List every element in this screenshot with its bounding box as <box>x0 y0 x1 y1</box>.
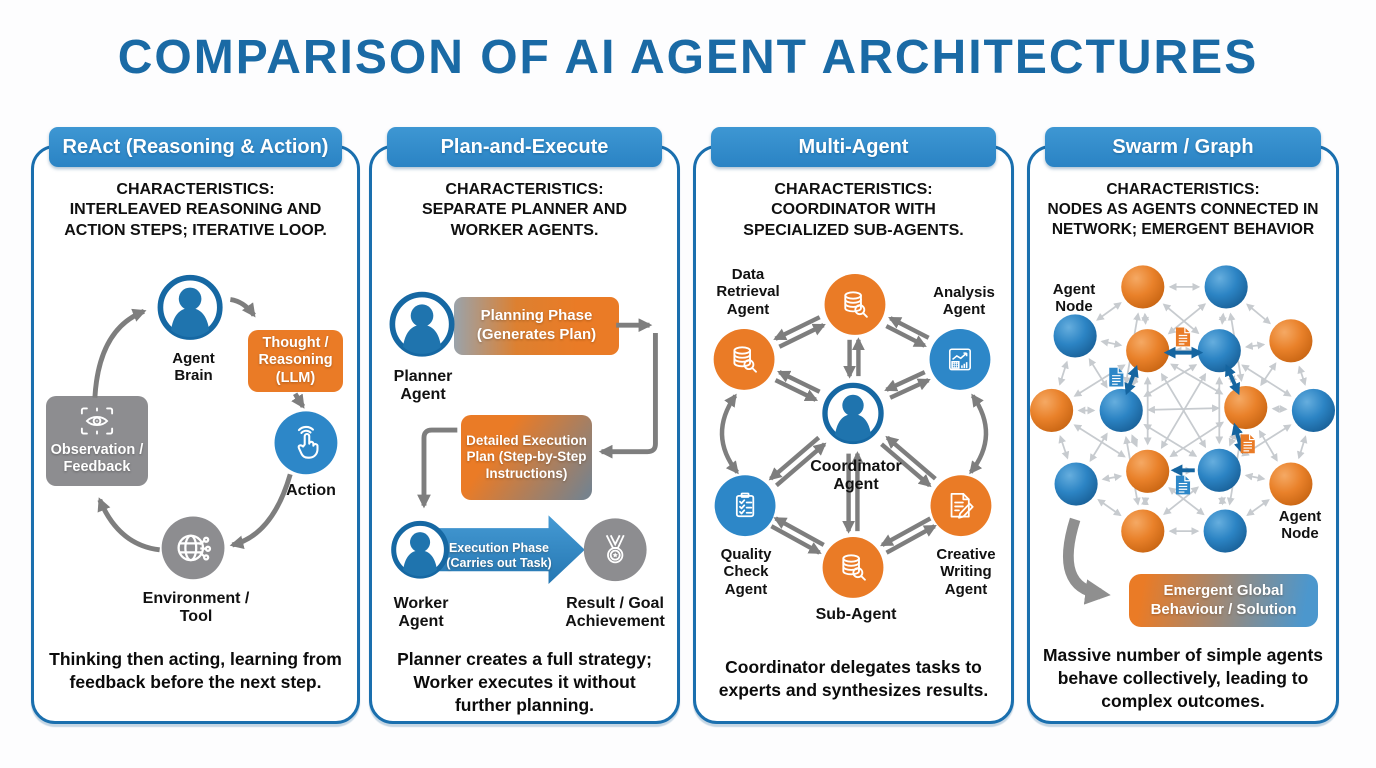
sub-agent-label: Sub-Agent <box>815 606 897 623</box>
delegation-arrows <box>719 315 989 555</box>
analysis-chart-icon <box>948 348 971 371</box>
emergent-behaviour-box: Emergent Global Behaviour / Solution <box>1129 574 1318 627</box>
quality-check-label: Quality Check Agent <box>720 546 772 598</box>
document-pencil-icon <box>950 492 974 519</box>
panel-multi-summary: Coordinator delegates tasks to experts a… <box>718 657 989 700</box>
creative-writing-label: Creative Writing Agent <box>936 546 996 598</box>
agent-node-sphere <box>1197 448 1241 492</box>
agent-node-sphere <box>1126 329 1170 373</box>
data-retrieval-circle <box>713 329 775 390</box>
agent-node-sphere <box>1197 329 1241 373</box>
execution-phase-text: Execution Phase (Carries out Task) <box>446 541 552 570</box>
result-circle <box>583 518 647 582</box>
planner-agent-label: Planner Agent <box>393 368 453 404</box>
panel-swarm-graph: Swarm / Graph CHARACTERISTICS: NODES AS … <box>1027 127 1339 724</box>
agent-node-sphere <box>1269 319 1313 363</box>
panel-multi-header: Multi-Agent <box>711 127 996 167</box>
agent-node-sphere <box>1204 265 1248 309</box>
detailed-plan-box: Detailed Execution Plan (Step-by-Step In… <box>461 415 592 500</box>
panel-react-header: ReAct (Reasoning & Action) <box>49 127 342 167</box>
agent-node-sphere <box>1030 388 1074 433</box>
worker-agent-label: Worker Agent <box>393 595 449 631</box>
observation-feedback-box: Observation / Feedback <box>46 396 148 486</box>
planning-phase-box: Planning Phase (Generates Plan) <box>454 297 619 355</box>
analysis-label: Analysis Agent <box>933 284 995 319</box>
panel-swarm-characteristics: CHARACTERISTICS: NODES AS AGENTS CONNECT… <box>1047 181 1319 238</box>
medal-icon <box>605 534 625 564</box>
action-label: Action <box>286 482 336 499</box>
panel-plan-summary: Planner creates a full strategy; Worker … <box>397 649 652 715</box>
agent-node-sphere <box>1203 509 1247 553</box>
sub-agent-top-circle <box>824 274 886 335</box>
agent-node-label-left: Agent Node <box>1052 281 1096 316</box>
document-icon <box>1175 326 1191 347</box>
agent-node-sphere <box>1054 462 1098 506</box>
document-icon <box>1108 367 1124 388</box>
panel-multi-agent: Multi-Agent CHARACTERISTICS: COORDINATOR… <box>693 127 1014 724</box>
sub-agent-circle <box>822 537 884 598</box>
globe-tool-icon <box>177 534 212 562</box>
action-circle <box>274 411 338 475</box>
network-connections <box>1057 282 1308 536</box>
document-icon <box>1175 475 1191 496</box>
panel-plan-characteristics: CHARACTERISTICS: SEPARATE PLANNER AND WO… <box>421 181 628 239</box>
clipboard-checklist-icon <box>735 492 755 518</box>
panel-react-characteristics: CHARACTERISTICS: INTERLEAVED REASONING A… <box>64 181 327 239</box>
agent-node-sphere <box>1121 509 1165 553</box>
creative-writing-circle <box>930 475 992 537</box>
agent-node-label-right: Agent Node <box>1278 508 1322 543</box>
page-title: COMPARISON OF AI AGENT ARCHITECTURES <box>117 31 1259 84</box>
touch-action-icon <box>297 425 319 459</box>
panel-plan-header: Plan-and-Execute <box>387 127 662 167</box>
analysis-circle <box>929 329 991 390</box>
agent-node-sphere <box>1291 388 1336 433</box>
agent-node-sphere <box>1053 314 1097 358</box>
emergence-swoosh-arrow <box>1063 517 1111 605</box>
agent-node-sphere <box>1099 388 1143 433</box>
quality-check-circle <box>714 475 776 537</box>
agent-node-sphere <box>1269 462 1313 506</box>
data-retrieval-label: Data Retrieval Agent <box>716 266 780 318</box>
agent-node-sphere <box>1224 385 1268 430</box>
eye-scan-icon <box>80 407 114 435</box>
panel-swarm-summary: Massive number of simple agents behave c… <box>1042 645 1324 711</box>
message-arrows <box>1124 346 1246 477</box>
database-search-icon <box>842 554 866 581</box>
panel-plan-and-execute: Plan-and-Execute CHARACTERISTICS: SEPARA… <box>369 127 680 724</box>
environment-label: Environment / Tool <box>142 590 250 626</box>
coordinator-avatar-icon <box>825 385 881 445</box>
panel-multi-characteristics: CHARACTERISTICS: COORDINATOR WITH SPECIA… <box>743 181 964 239</box>
result-goal-label: Result / Goal Achievement <box>565 595 665 631</box>
coordinator-label: Coordinator Agent <box>810 458 902 494</box>
planner-avatar-icon <box>392 295 451 359</box>
panel-swarm-header: Swarm / Graph <box>1045 127 1321 167</box>
panel-react: ReAct (Reasoning & Action) CHARACTERISTI… <box>31 127 360 724</box>
document-icon <box>1240 433 1256 454</box>
agent-brain-label: Agent Brain <box>172 350 215 385</box>
agent-node-sphere <box>1121 265 1165 309</box>
database-search-icon <box>733 346 757 373</box>
thought-reasoning-box: Thought / Reasoning (LLM) <box>248 330 343 392</box>
panel-react-summary: Thinking then acting, learning from feed… <box>49 649 342 692</box>
agent-node-sphere <box>1126 449 1170 493</box>
database-search-icon <box>844 291 868 318</box>
environment-circle <box>161 516 225 580</box>
agent-brain-avatar-icon <box>160 278 219 342</box>
